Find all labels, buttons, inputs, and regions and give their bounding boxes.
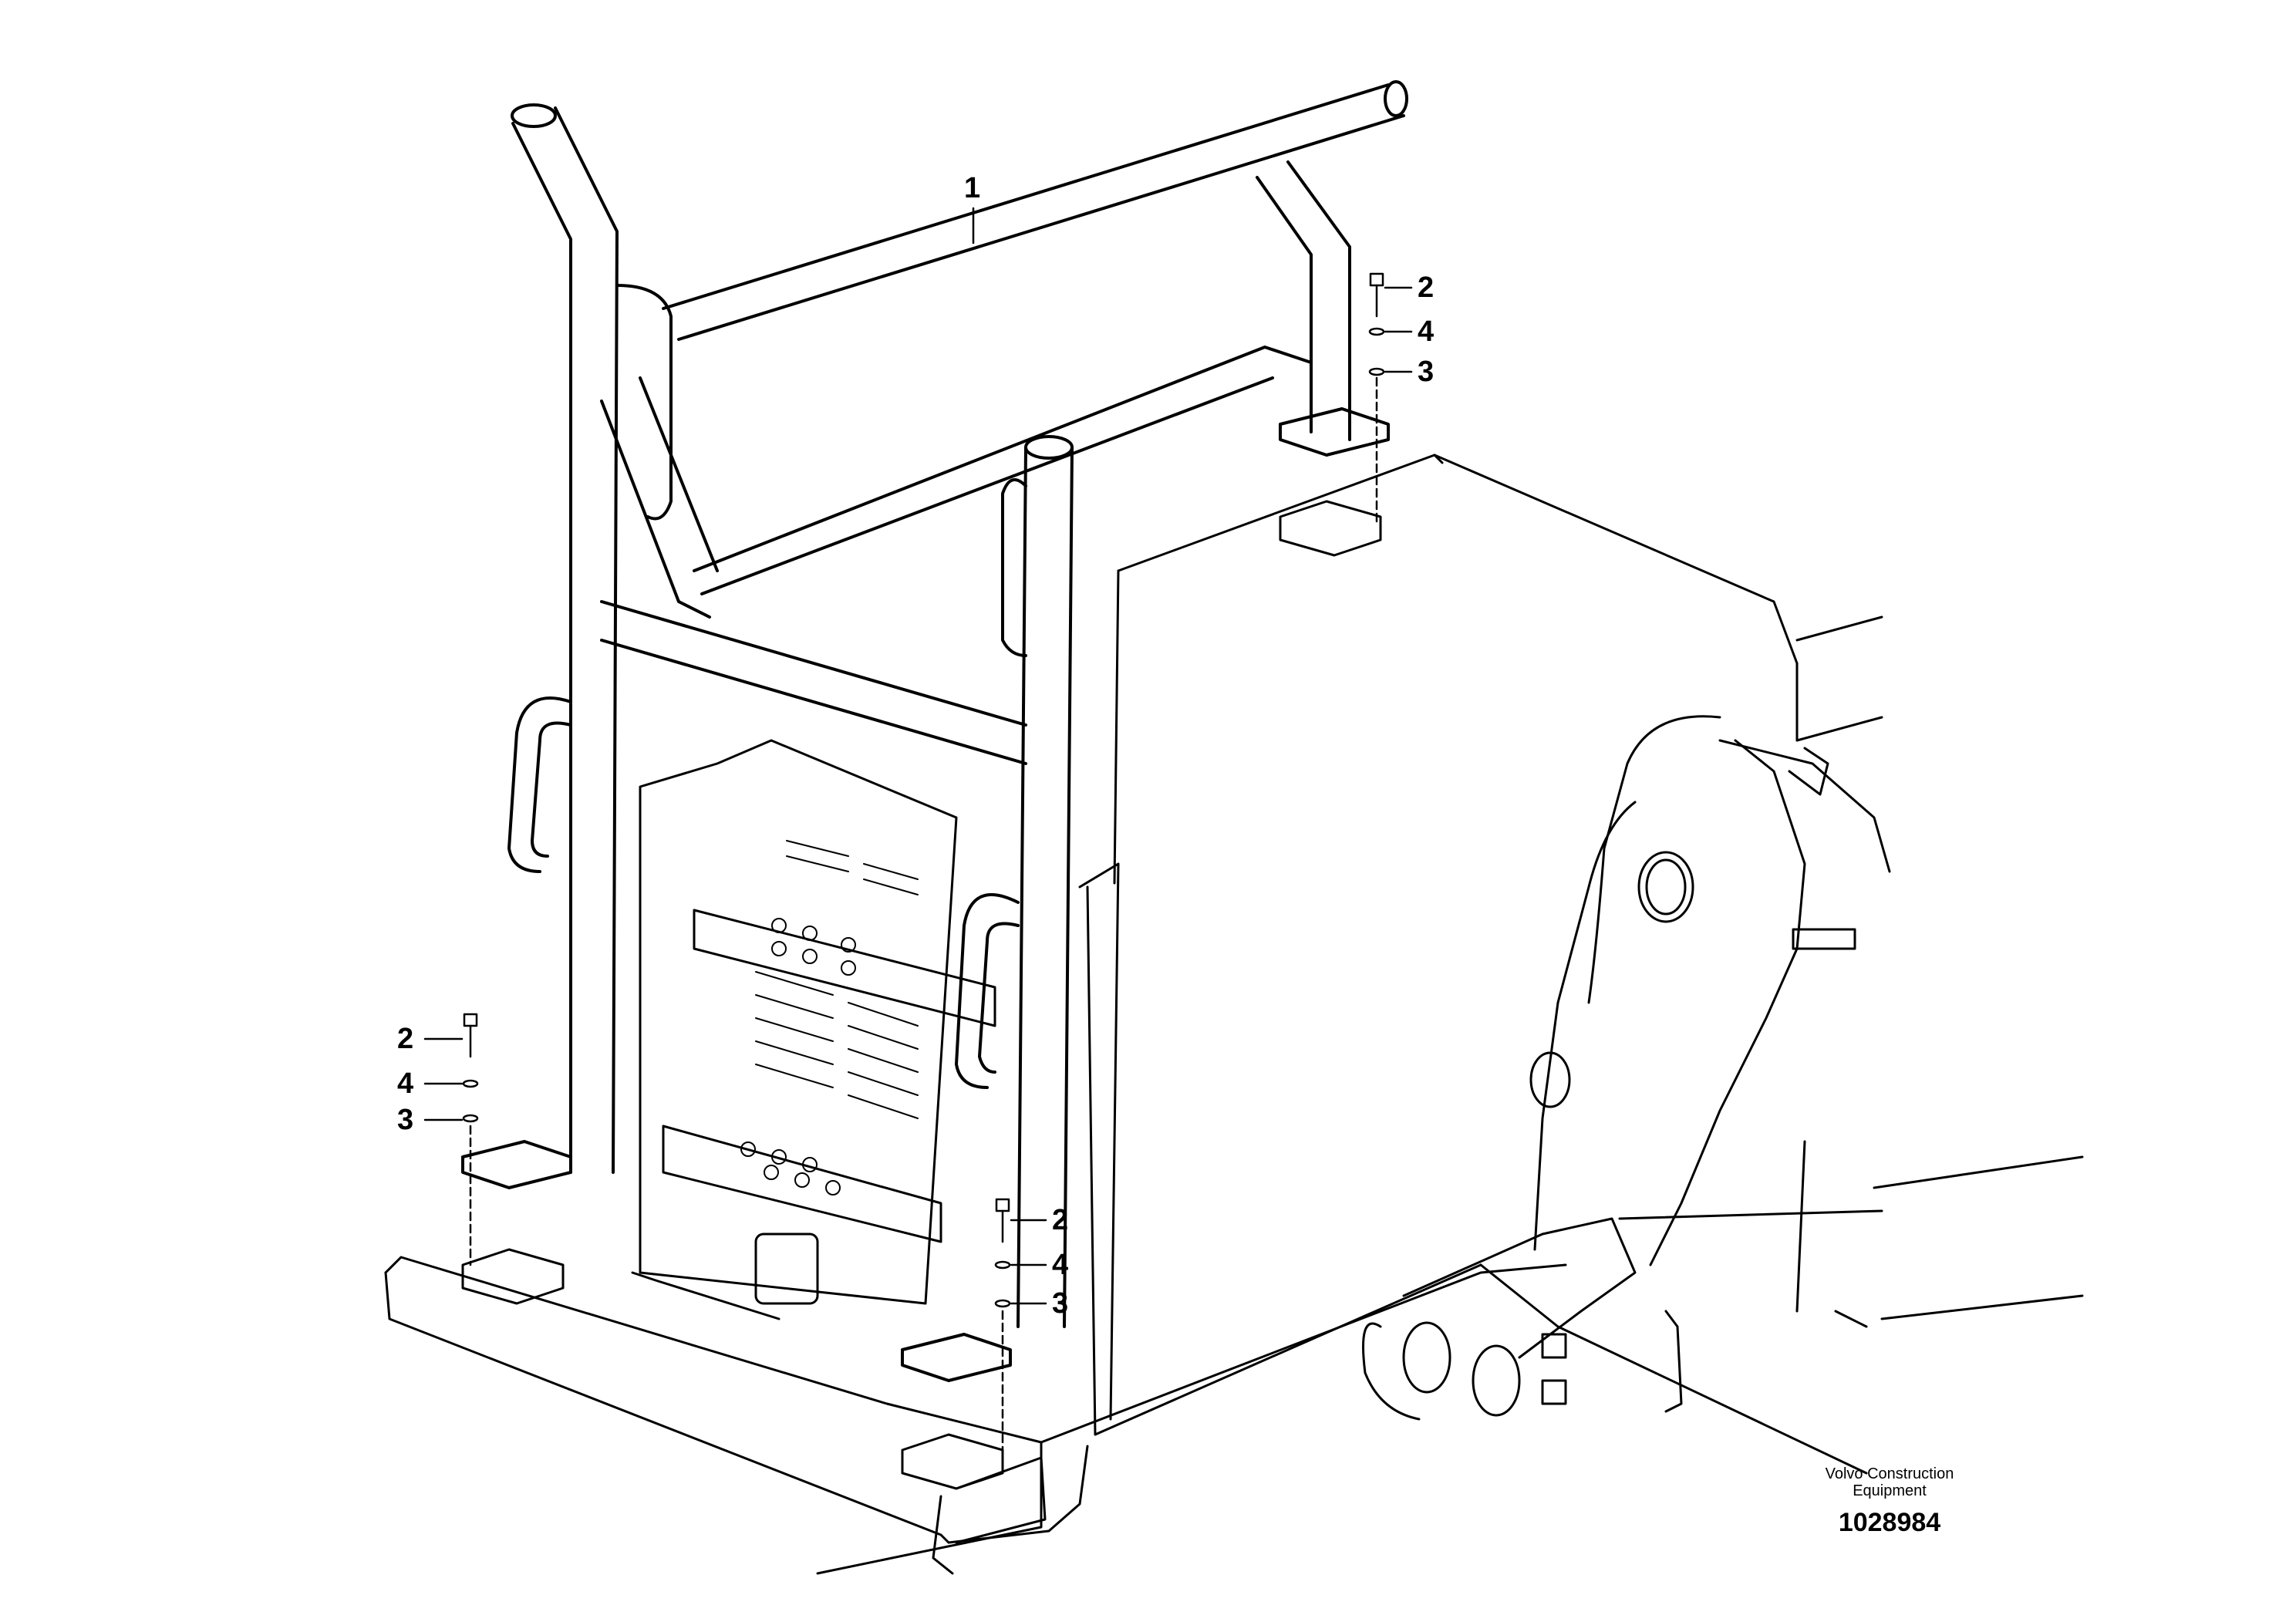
callout-3-front: 3 (1052, 1287, 1069, 1320)
callout-1: 1 (964, 172, 981, 204)
callout-leaders (423, 207, 1413, 1305)
callout-3-rear: 3 (1418, 356, 1435, 388)
manufacturer-line-1: Volvo Construction (1825, 1465, 1954, 1482)
callout-4-rear: 4 (1418, 315, 1435, 348)
callout-4-left: 4 (397, 1067, 414, 1100)
step-grille-panel (639, 739, 996, 1305)
manufacturer-label: Volvo Construction Equipment (1789, 1465, 1990, 1499)
manufacturer-line-2: Equipment (1853, 1482, 1927, 1499)
callout-3-left: 3 (397, 1104, 414, 1136)
callout-2-front: 2 (1052, 1204, 1069, 1236)
machine-housing (384, 454, 2084, 1575)
part-number: 1028984 (1838, 1508, 1941, 1537)
fastener-stacks (462, 272, 1385, 1452)
callout-2-left: 2 (397, 1023, 414, 1055)
boom-bracket (1362, 715, 1891, 1421)
callout-4-front: 4 (1052, 1249, 1069, 1281)
callout-2-rear: 2 (1418, 271, 1435, 304)
mounting-pads (461, 500, 1382, 1490)
handrail-frame (461, 80, 1408, 1382)
grille-slots (740, 840, 919, 1195)
